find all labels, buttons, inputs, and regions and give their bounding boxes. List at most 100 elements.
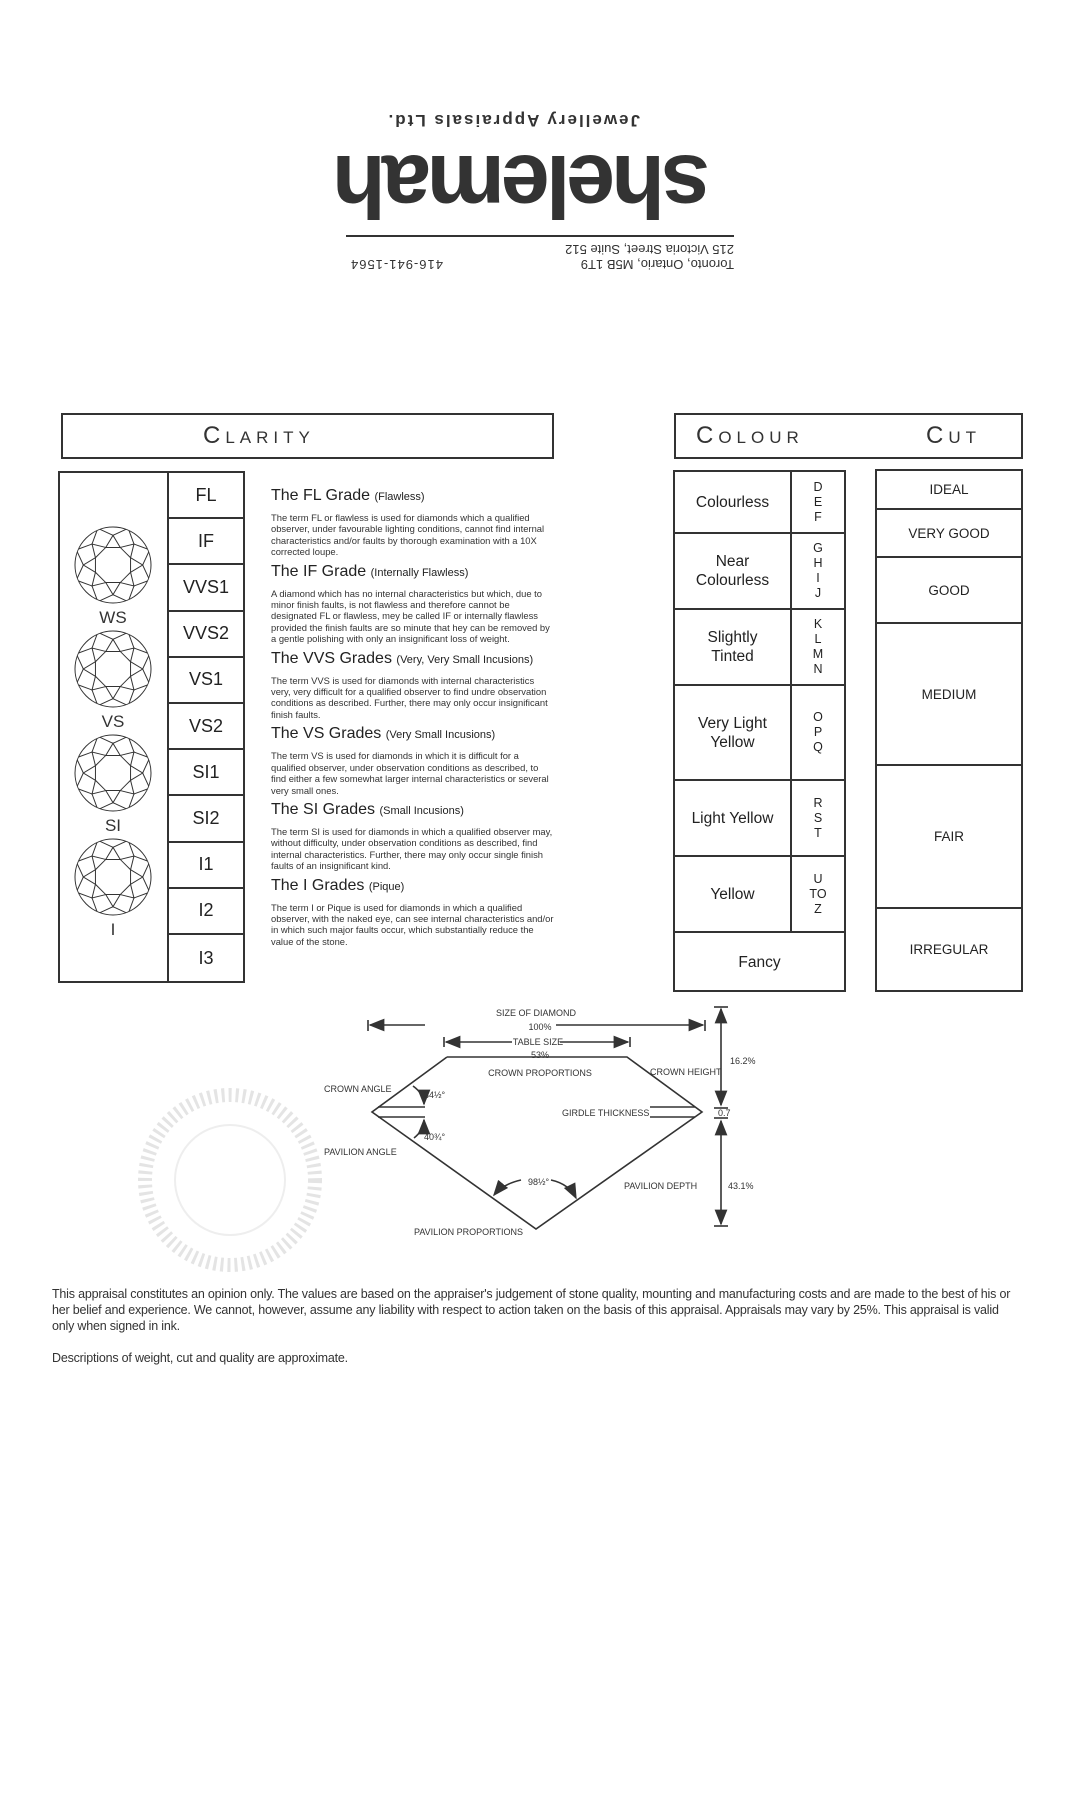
grade-title: The FL Grade	[271, 487, 371, 504]
colour-label: Very Light Yellow	[675, 686, 792, 779]
approximation-note: Descriptions of weight, cut and quality …	[52, 1351, 348, 1365]
colour-grade-letter: R	[813, 795, 823, 810]
grade-description-title: The FL Grade (Flawless)	[271, 486, 556, 507]
colour-label: Light Yellow	[675, 781, 792, 855]
diamond-icon	[74, 630, 152, 708]
girdle-value: 0.7	[718, 1108, 731, 1118]
diamond-label: WS	[99, 608, 126, 627]
colour-grade-letter: M	[812, 647, 824, 661]
clarity-grade-cell: VS2	[169, 704, 243, 751]
diamond-icon	[74, 526, 152, 604]
grade-subtitle: (Pique)	[368, 880, 405, 893]
pavilion-depth-value: 43.1%	[728, 1181, 754, 1191]
grade-subtitle: (Very, Very Small Incusions)	[396, 653, 534, 666]
colour-fancy: Fancy	[738, 954, 781, 971]
grade-title: The IF Grade	[271, 562, 367, 580]
diamond-label: I	[111, 920, 116, 939]
grade-description: The term VVS is used for diamonds with i…	[271, 674, 548, 720]
colour-grade-letter: H	[813, 556, 823, 570]
crown-height-label: CROWN HEIGHT	[650, 1067, 722, 1077]
pavilion-proportions-label: PAVILION PROPORTIONS	[414, 1227, 523, 1237]
colour-grade-letter: TO	[809, 886, 827, 901]
colour-grade-letter: U	[813, 871, 823, 886]
clarity-grade-cell: I1	[169, 843, 243, 889]
pavilion-angle-label: PAVILION ANGLE	[324, 1147, 397, 1157]
clarity-grade-cell: I3	[198, 947, 214, 968]
colour-grade-letter: D	[813, 479, 823, 494]
diamond-outline	[370, 1056, 704, 1230]
diamond-label: VS	[102, 712, 125, 731]
cut-grade-cell: VERY GOOD	[877, 510, 1021, 558]
grade-title: The VVS Grades	[271, 649, 392, 667]
disclaimer: This appraisal constitutes an opinion on…	[52, 1286, 1022, 1366]
cut-grade-cell: IRREGULAR	[909, 942, 989, 957]
clarity-grade-cell: SI2	[169, 796, 243, 843]
colour-grade-letter: O	[813, 710, 823, 724]
clarity-grade-cell: I2	[169, 889, 243, 935]
clarity-grade-cell: VVS2	[169, 612, 243, 658]
cut-grade-cell: IDEAL	[877, 471, 1021, 510]
clarity-grade-cell: IF	[169, 519, 243, 566]
grade-subtitle: (Very Small Incusions)	[385, 729, 496, 742]
grade-description: A diamond which has no internal characte…	[271, 587, 550, 645]
grade-description: The term I or Pique is used for diamonds…	[271, 901, 554, 947]
grade-subtitle: (Flawless)	[374, 491, 425, 503]
cut-grade-cell: FAIR	[877, 766, 1021, 909]
colour-grade-letter: J	[814, 586, 822, 600]
grade-title: The I Grades	[271, 876, 365, 894]
colour-grade-letter: L	[814, 632, 822, 646]
diamond-label: SI	[105, 816, 121, 835]
diamond-icon	[74, 734, 152, 812]
diamond-icon	[74, 838, 152, 916]
clarity-grade-cell: VS1	[169, 658, 243, 704]
grade-description-title: The I Grades (Pique)	[271, 876, 556, 897]
cut-grade-cell: MEDIUM	[877, 624, 1021, 766]
colour-label: Yellow	[675, 857, 792, 931]
colour-grade-letter: Z	[814, 901, 822, 916]
crown-angle-value: 34½°	[424, 1090, 446, 1100]
colour-grade-letter: S	[813, 810, 823, 825]
colour-cut-heading: Colour Cut	[674, 413, 1023, 459]
crown-height-value: 16.2%	[730, 1056, 756, 1066]
clarity-descriptions: The FL Grade (Flawless)The term FL or fl…	[271, 484, 556, 951]
colour-grade-letter: Q	[813, 740, 823, 754]
colour-label: Colourless	[675, 472, 792, 532]
clarity-grade-cell: FL	[169, 473, 243, 520]
table-label: TABLE SIZE	[513, 1037, 563, 1047]
grade-description-title: The IF Grade (Internally Flawless)	[271, 562, 556, 583]
grade-title: The VS Grades	[271, 725, 382, 743]
pavilion-angle-value: 40¾°	[424, 1132, 446, 1142]
colour-grade-letter: T	[814, 825, 822, 840]
colour-grade-letter: I	[816, 571, 820, 585]
crown-angle-label: CROWN ANGLE	[324, 1084, 392, 1094]
clarity-heading: Clarity	[61, 413, 554, 459]
pavilion-depth-label: PAVILION DEPTH	[624, 1181, 697, 1191]
cut-heading: Cut	[926, 422, 981, 449]
size-label: SIZE OF DIAMOND	[496, 1008, 577, 1018]
grade-subtitle: (Internally Flawless)	[370, 566, 469, 579]
clarity-grade-cell: VVS1	[169, 565, 243, 612]
proportion-diagram: SIZE OF DIAMOND 100% TABLE SIZE 53% CROW…	[324, 1006, 756, 1237]
grade-description-title: The VVS Grades (Very, Very Small Incusio…	[271, 649, 556, 670]
diamond-illustrations: WS VS SI I	[74, 526, 152, 939]
colour-grade-letter: N	[813, 662, 823, 676]
colour-grade-letter: K	[813, 617, 823, 631]
clarity-grade-cell: SI1	[169, 750, 243, 797]
colour-grade-letter: E	[813, 494, 823, 509]
grade-subtitle: (Small Incusions)	[379, 804, 464, 817]
colour-grade-letter: P	[813, 725, 823, 739]
column-divider	[167, 473, 169, 981]
